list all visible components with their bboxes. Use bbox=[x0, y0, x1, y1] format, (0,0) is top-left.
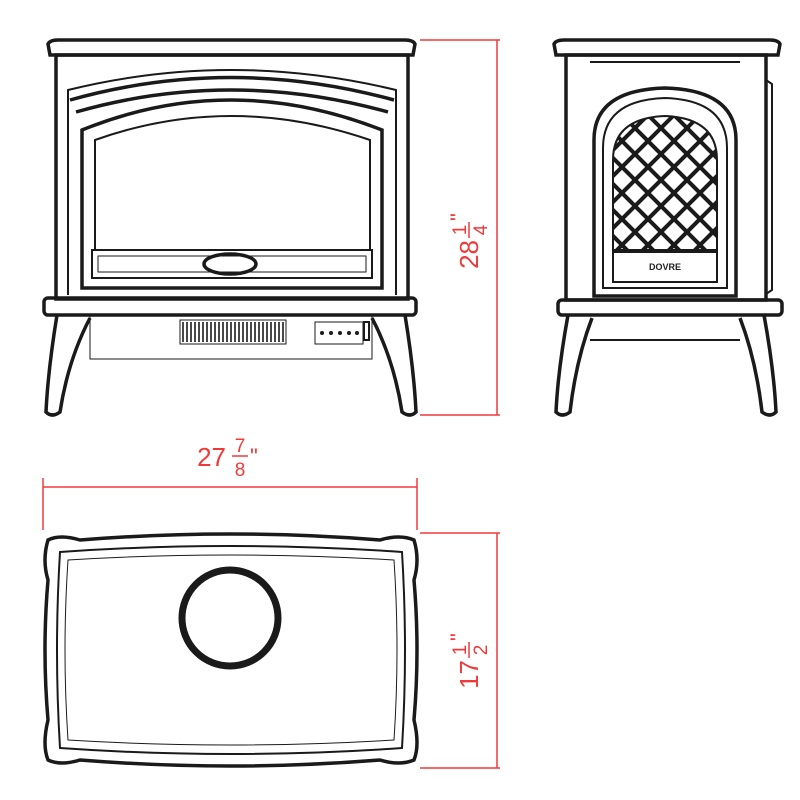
front-top-plate bbox=[46, 38, 417, 57]
width-unit: " bbox=[250, 444, 258, 469]
side-door bbox=[592, 86, 738, 298]
front-left-leg bbox=[44, 314, 92, 417]
top-outer-edge bbox=[43, 532, 419, 768]
front-control-panel bbox=[89, 314, 373, 360]
top-view bbox=[43, 532, 419, 768]
side-top-plate bbox=[552, 38, 782, 57]
front-window bbox=[80, 98, 384, 290]
width-numerator: 7 bbox=[235, 436, 246, 457]
side-left-leg bbox=[554, 314, 594, 417]
front-log-inner bbox=[97, 255, 367, 273]
front-right-leg bbox=[370, 314, 418, 417]
front-heater-grille bbox=[179, 319, 287, 345]
height-denominator: 4 bbox=[471, 224, 492, 235]
side-logo-panel bbox=[612, 251, 718, 283]
side-door-inner bbox=[602, 96, 728, 289]
side-right-leg bbox=[738, 314, 778, 417]
height-dimension: 28 1 4 " bbox=[420, 39, 500, 416]
side-handle bbox=[765, 79, 773, 295]
height-numerator: 1 bbox=[450, 225, 471, 236]
width-dimension: 27 7 8 " bbox=[42, 436, 418, 530]
front-power-switch bbox=[363, 321, 370, 341]
front-arch-frame bbox=[67, 69, 397, 295]
top-flue-collar bbox=[178, 566, 282, 670]
depth-unit: " bbox=[446, 633, 471, 641]
side-lattice-frame bbox=[612, 114, 718, 251]
height-unit: " bbox=[446, 213, 471, 221]
depth-whole: 17 bbox=[454, 660, 484, 689]
front-buttons bbox=[320, 331, 359, 335]
depth-denominator: 2 bbox=[471, 645, 492, 656]
depth-numerator: 1 bbox=[450, 645, 471, 656]
height-whole: 28 bbox=[454, 240, 484, 269]
side-base-plate bbox=[556, 298, 784, 317]
front-arch-ornament bbox=[69, 75, 395, 114]
depth-dimension: 17 1 2 " bbox=[420, 532, 500, 769]
width-denominator: 8 bbox=[235, 460, 246, 481]
top-inner-rim bbox=[64, 554, 398, 746]
side-view: DOVRE bbox=[552, 38, 784, 417]
front-glass bbox=[94, 115, 371, 251]
width-whole: 27 bbox=[197, 442, 226, 472]
front-logo-oval bbox=[202, 252, 258, 276]
side-logo: DOVRE bbox=[649, 262, 681, 272]
front-log-bar bbox=[91, 249, 373, 279]
front-view bbox=[42, 38, 418, 417]
top-inner-edge bbox=[56, 545, 406, 755]
